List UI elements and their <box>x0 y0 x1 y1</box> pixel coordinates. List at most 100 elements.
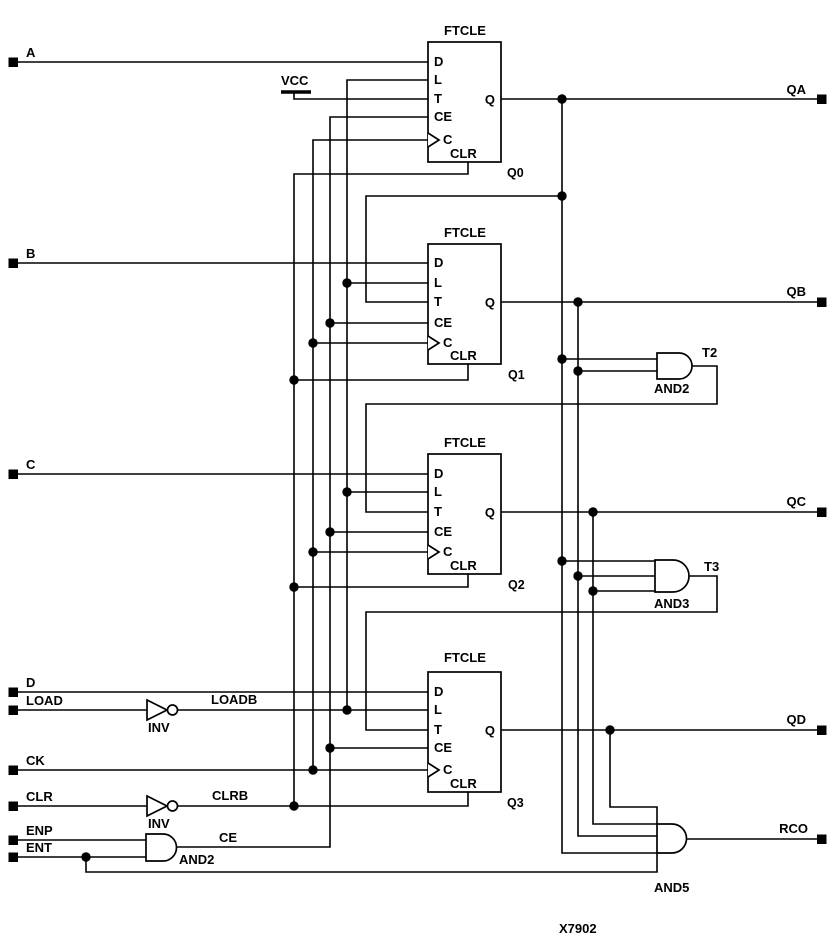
and5-gate-rco <box>656 823 688 854</box>
wire-net-ck <box>17 139 428 771</box>
ff1-port-d: D <box>434 255 443 270</box>
junction-dot <box>588 586 598 596</box>
ff1-port-ce: CE <box>434 315 452 330</box>
ff0-port-d: D <box>434 54 443 69</box>
junction-dot <box>588 507 598 517</box>
inverter-bubble-icon <box>166 800 179 812</box>
wire-net-t3 <box>365 575 718 731</box>
ff2-instance-label: Q2 <box>508 578 525 592</box>
ff2-port-t: T <box>434 504 442 519</box>
wire-net-ce <box>177 116 428 848</box>
wire-net-qd <box>501 729 817 824</box>
ff2-port-l: L <box>434 484 442 499</box>
input-pin-d <box>8 687 18 697</box>
output-pin-qb <box>817 297 827 307</box>
junction-dot <box>557 191 567 201</box>
ff3-port-q: Q <box>485 723 495 738</box>
pin-label-load: LOAD <box>26 693 63 708</box>
ff0-port-c: C <box>443 132 453 147</box>
gate-type-labels: INV INV AND2 AND2 AND3 AND5 <box>148 381 689 895</box>
pin-labels: A B C D LOAD CK CLR ENP ENT QA QB QC QD … <box>26 45 808 855</box>
junction-dot <box>289 375 299 385</box>
junction-dot <box>605 725 615 735</box>
junction-dot <box>325 743 335 753</box>
ff3-port-l: L <box>434 702 442 717</box>
input-pin-c <box>8 469 18 479</box>
wire-net-loadb <box>178 79 428 711</box>
pin-label-ck: CK <box>26 753 45 768</box>
junction-dot <box>308 338 318 348</box>
and3-gate-t3 <box>654 559 690 593</box>
pin-label-b: B <box>26 246 35 261</box>
and2-gate-t2 <box>656 352 693 380</box>
pin-label-qc: QC <box>787 494 807 509</box>
net-label-vcc: VCC <box>281 73 309 88</box>
output-pin-qa <box>817 94 827 104</box>
input-pin-clr <box>8 801 18 811</box>
junction-dot <box>289 582 299 592</box>
wires <box>17 61 817 873</box>
pin-label-ent: ENT <box>26 840 52 855</box>
wire-net-ent <box>17 853 658 873</box>
ff1-port-l: L <box>434 275 442 290</box>
net-label-clrb: CLRB <box>212 788 248 803</box>
junction-dot <box>342 278 352 288</box>
input-pin-load <box>8 705 18 715</box>
junction-dot <box>557 556 567 566</box>
output-pin-qc <box>817 507 827 517</box>
ff1-port-clr: CLR <box>450 348 477 363</box>
wire-net-qc <box>501 511 817 825</box>
ff1-instance-label: Q1 <box>508 368 525 382</box>
junction-dot <box>308 765 318 775</box>
ff1-type-label: FTCLE <box>444 225 486 240</box>
ff2-port-d: D <box>434 466 443 481</box>
ff0-port-q: Q <box>485 92 495 107</box>
ff3-port-clr: CLR <box>450 776 477 791</box>
clock-chevron-icon <box>427 132 441 148</box>
gate-label-and3: AND3 <box>654 596 689 611</box>
output-pin-qd <box>817 725 827 735</box>
net-label-loadb: LOADB <box>211 692 257 707</box>
gate-label-inv-load: INV <box>148 720 170 735</box>
pin-label-enp: ENP <box>26 823 53 838</box>
gates <box>145 352 693 862</box>
pin-label-qb: QB <box>787 284 807 299</box>
inverter-triangle <box>146 794 169 818</box>
ff2-port-q: Q <box>485 505 495 520</box>
ff0-block: FTCLE D L T CE C CLR Q Q0 <box>427 23 524 180</box>
ff1-body <box>427 243 502 365</box>
ff0-type-label: FTCLE <box>444 23 486 38</box>
junction-dot <box>573 366 583 376</box>
input-pin-ent <box>8 852 18 862</box>
ff2-port-clr: CLR <box>450 558 477 573</box>
gate-label-inv-clr: INV <box>148 816 170 831</box>
wire-net-vcc <box>293 93 428 100</box>
junction-dot <box>342 487 352 497</box>
output-pin-rco <box>817 834 827 844</box>
ff0-port-clr: CLR <box>450 146 477 161</box>
input-pin-enp <box>8 835 18 845</box>
gate-label-and5: AND5 <box>654 880 689 895</box>
pin-label-rco: RCO <box>779 821 808 836</box>
junction-dot <box>573 297 583 307</box>
ff2-block: FTCLE D L T CE C CLR Q Q2 <box>427 435 525 592</box>
ff3-port-c: C <box>443 762 453 777</box>
ff3-type-label: FTCLE <box>444 650 486 665</box>
ff0-body <box>427 41 502 163</box>
junction-dot <box>557 94 567 104</box>
pin-label-a: A <box>26 45 36 60</box>
wire-net-qb <box>501 301 817 837</box>
gate-label-and2-t2: AND2 <box>654 381 689 396</box>
ff3-port-d: D <box>434 684 443 699</box>
inverter-triangle <box>146 698 169 722</box>
ff1-port-q: Q <box>485 295 495 310</box>
junction-dot <box>557 354 567 364</box>
ff0-instance-label: Q0 <box>507 166 524 180</box>
input-pin-a <box>8 57 18 67</box>
ff0-port-l: L <box>434 72 442 87</box>
net-label-ce: CE <box>219 830 237 845</box>
wire-net-qa <box>365 98 817 854</box>
junction-dot <box>325 318 335 328</box>
